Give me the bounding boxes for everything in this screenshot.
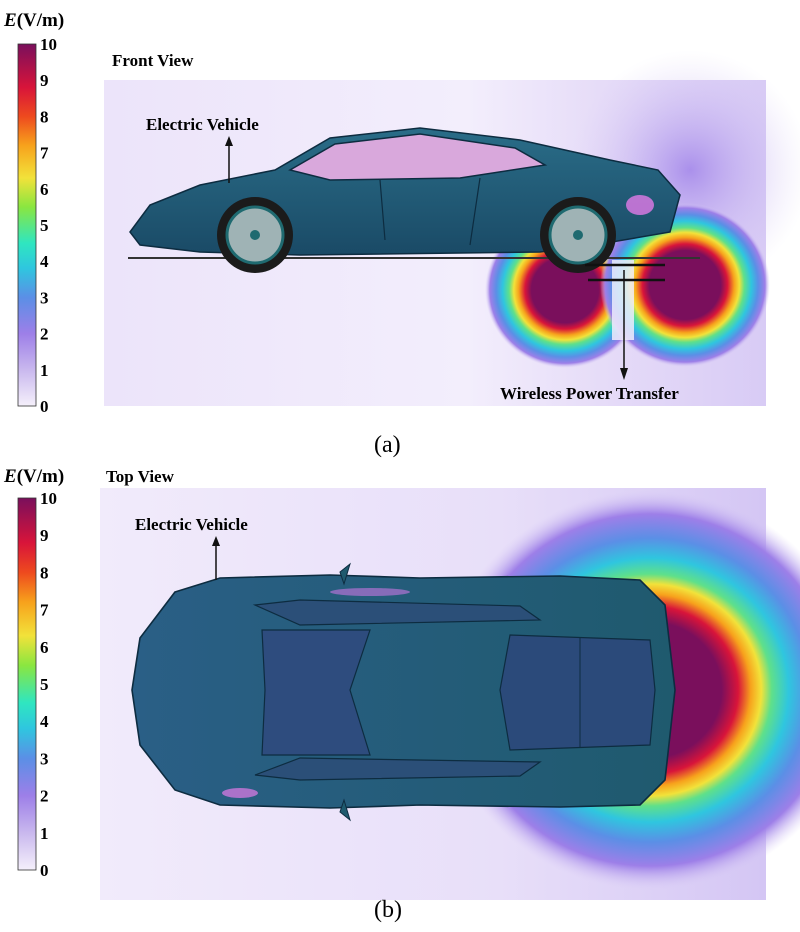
car-window xyxy=(288,133,548,181)
colorbar-tick-label: 5 xyxy=(40,675,49,694)
rear-window xyxy=(499,634,656,751)
caption-a: (a) xyxy=(374,432,401,458)
colorbar-tick-label: 7 xyxy=(40,144,49,163)
colorbar-gradient xyxy=(17,497,37,871)
vehicle-arrow xyxy=(212,536,220,546)
colorbar-gradient xyxy=(17,43,37,407)
colorbar-tick-label: 2 xyxy=(40,787,49,806)
field-lobe-right xyxy=(600,203,770,367)
colorbar-tick-label: 8 xyxy=(40,107,49,126)
colorbar-tick-label: 10 xyxy=(40,35,57,54)
electric-vehicle-side xyxy=(128,127,700,282)
colorbar-tick-label: 4 xyxy=(40,712,49,731)
rear-wheel xyxy=(540,197,616,273)
caption-b: (b) xyxy=(374,897,402,923)
colorbar-tick-label: 1 xyxy=(40,361,49,380)
colorbar-tick-label: 4 xyxy=(40,252,49,271)
view-title: Top View xyxy=(106,467,175,486)
colorbar-tick-label: 0 xyxy=(40,397,49,416)
colorbar-tick-label: 10 xyxy=(40,489,57,508)
colorbar-tick-label: 0 xyxy=(40,861,49,880)
colorbar-tick-label: 7 xyxy=(40,601,49,620)
colorbar-tick-label: 6 xyxy=(40,638,49,657)
colorbar-unit: E(V/m) xyxy=(3,466,64,487)
view-title: Front View xyxy=(112,51,194,70)
colorbar-tick-label: 8 xyxy=(40,563,49,582)
colorbar-tick-label: 6 xyxy=(40,180,49,199)
wpt-arrow xyxy=(620,368,628,380)
vehicle-label: Electric Vehicle xyxy=(135,515,248,534)
colorbar-tick-label: 2 xyxy=(40,325,49,344)
colorbar-tick-label: 3 xyxy=(40,288,49,307)
wpt-label: Wireless Power Transfer xyxy=(500,384,679,403)
colorbar-tick-label: 3 xyxy=(40,749,49,768)
colorbar-unit: E(V/m) xyxy=(3,10,64,31)
windshield xyxy=(261,629,371,756)
colorbar-tick-label: 9 xyxy=(40,526,49,545)
front-wheel xyxy=(217,197,293,273)
colorbar-tick-label: 9 xyxy=(40,71,49,90)
vehicle-arrow xyxy=(225,136,233,146)
colorbar-tick-label: 1 xyxy=(40,824,49,843)
electric-vehicle-top xyxy=(131,562,676,822)
vehicle-label: Electric Vehicle xyxy=(146,115,259,134)
colorbar-tick-label: 5 xyxy=(40,216,49,235)
